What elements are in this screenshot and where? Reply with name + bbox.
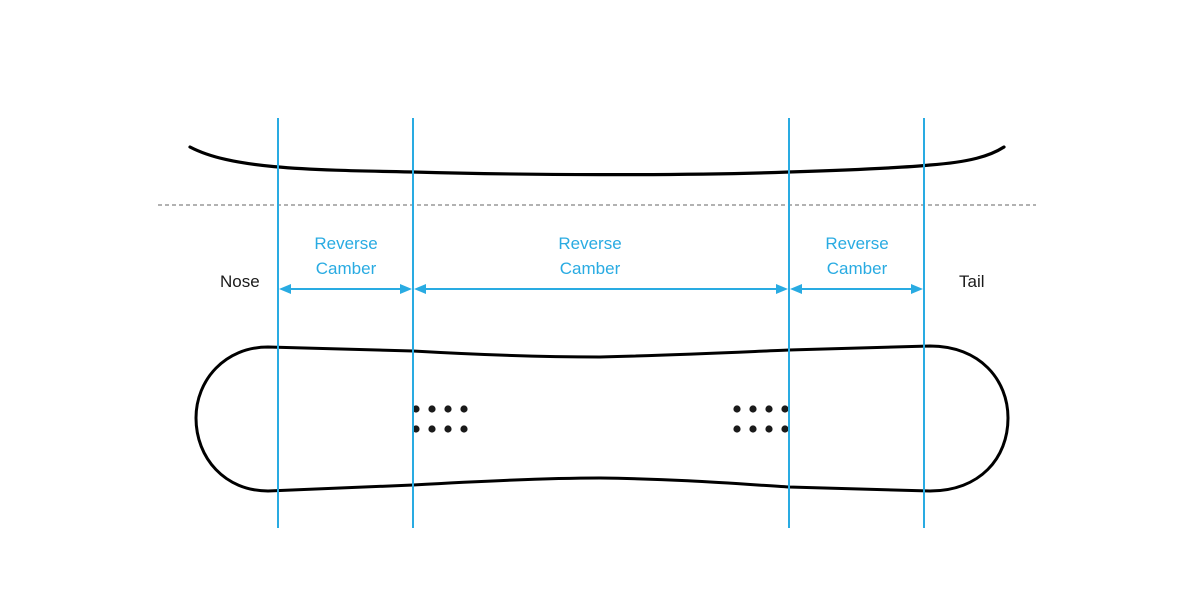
insert-dot-left — [460, 425, 468, 433]
insert-dot-left — [412, 425, 420, 433]
board-top-outline — [194, 344, 1010, 493]
insert-dot-right — [749, 425, 757, 433]
zone-label-center-line1: Reverse — [558, 234, 622, 253]
insert-dot-left — [444, 425, 452, 433]
zone-label-tail: Reverse Camber — [792, 231, 922, 281]
zone-arrow-nose — [279, 284, 412, 294]
insert-dot-right — [749, 405, 757, 413]
insert-dot-right — [765, 405, 773, 413]
insert-dot-left — [412, 405, 420, 413]
binding-inserts-left — [412, 405, 468, 433]
insert-dot-right — [733, 405, 741, 413]
board-side-profile — [188, 145, 1006, 177]
zone-label-nose-line1: Reverse — [314, 234, 378, 253]
insert-dot-left — [428, 405, 436, 413]
nose-label: Nose — [220, 272, 260, 291]
zone-label-tail-line1: Reverse — [825, 234, 889, 253]
insert-dot-left — [460, 405, 468, 413]
zone-label-tail-line2: Camber — [826, 259, 888, 278]
insert-dot-left — [444, 405, 452, 413]
insert-dot-right — [733, 425, 741, 433]
zone-arrow-tail — [790, 284, 923, 294]
zone-label-center: Reverse Camber — [525, 231, 655, 281]
insert-dot-left — [428, 425, 436, 433]
zone-label-nose: Reverse Camber — [281, 231, 411, 281]
tail-label: Tail — [959, 272, 985, 291]
insert-dot-right — [781, 405, 789, 413]
zone-label-nose-line2: Camber — [315, 259, 377, 278]
insert-dot-right — [765, 425, 773, 433]
binding-inserts-right — [733, 405, 789, 433]
zone-label-center-line2: Camber — [559, 259, 621, 278]
zone-arrow-center — [414, 284, 788, 294]
insert-dot-right — [781, 425, 789, 433]
